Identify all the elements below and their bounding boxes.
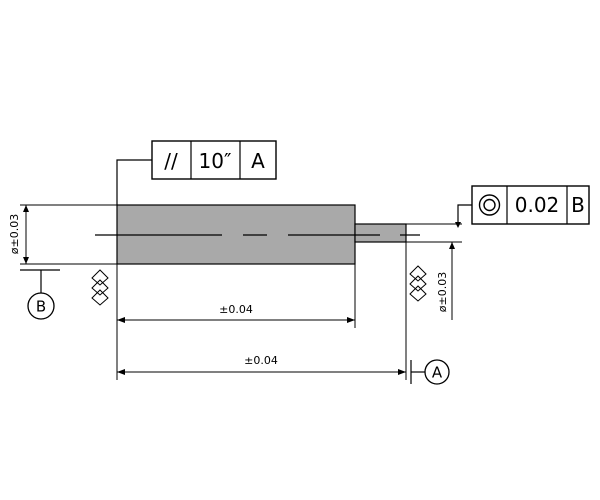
parallelism-leader <box>116 159 152 205</box>
concentricity-leader-arrow <box>455 222 461 228</box>
parallelism-tolerance: 10″ <box>199 149 232 173</box>
datum-a-label: A <box>432 364 443 382</box>
datum-b-label: B <box>36 298 46 316</box>
surface-finish-icon <box>91 269 109 306</box>
concentricity-datum: B <box>571 193 585 217</box>
concentricity-tolerance: 0.02 <box>515 193 560 217</box>
body-length-label: ±0.04 <box>219 303 253 316</box>
surface-finish-icon <box>409 265 427 302</box>
parallelism-frame: // 10″ A <box>151 140 277 180</box>
right-diameter-label: ø±0.03 <box>436 272 449 312</box>
left-diameter-label: ø±0.03 <box>8 214 21 254</box>
concentricity-leader <box>457 204 472 226</box>
datum-a-marker: A <box>410 359 450 385</box>
body-length-dimension: ±0.04 <box>116 264 356 380</box>
concentricity-icon <box>478 194 501 216</box>
right-diameter-dimension: ø±0.03 <box>406 223 462 320</box>
parallelism-symbol: // <box>164 149 178 173</box>
left-diameter-dimension: ø±0.03 <box>8 204 117 265</box>
datum-b-marker: B <box>20 269 60 320</box>
parallelism-datum: A <box>251 149 265 173</box>
shaft-pin <box>354 223 407 243</box>
concentricity-frame: 0.02 B <box>471 185 590 225</box>
overall-length-dimension: ±0.04 <box>117 242 407 380</box>
overall-length-label: ±0.04 <box>244 354 278 367</box>
